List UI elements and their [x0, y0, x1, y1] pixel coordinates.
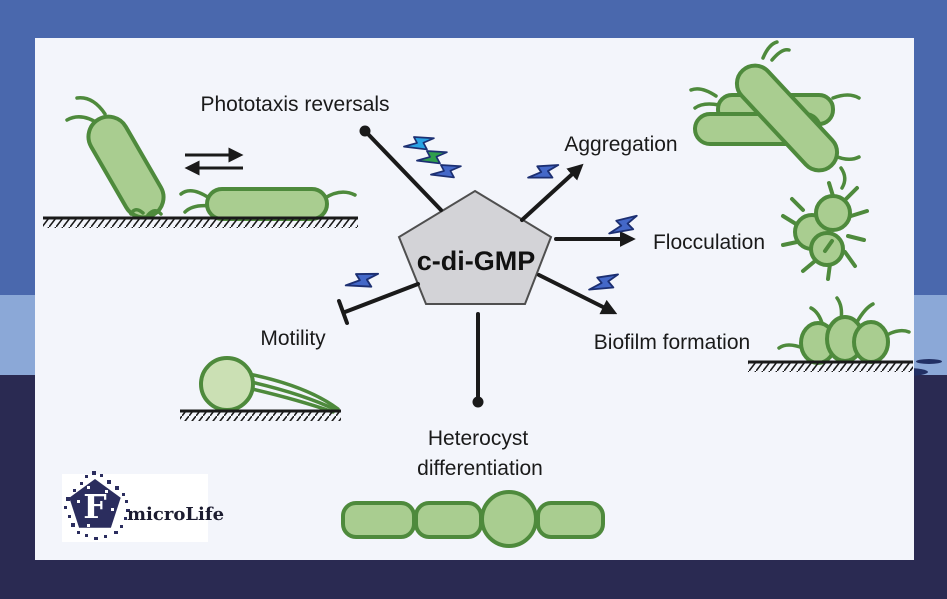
- spike: [790, 197, 805, 212]
- pilus: [146, 209, 163, 217]
- center-node-label: c-di-GMP: [417, 246, 536, 276]
- logo-letter: F: [83, 487, 106, 526]
- central-node: c-di-GMP: [397, 189, 553, 305]
- phototaxis-scene: [43, 96, 358, 228]
- tilted-rod-cell: [86, 114, 166, 220]
- lightning-bolt-blue-icon: [585, 265, 624, 302]
- pilus: [831, 93, 861, 100]
- pentagon-shape: [397, 189, 553, 305]
- heterocyst-filament: [341, 490, 605, 548]
- spike: [801, 259, 817, 273]
- ground-surface: [43, 216, 358, 228]
- aggregation-label: Aggregation: [564, 133, 677, 156]
- vegetative-cell: [414, 501, 483, 539]
- motility-scene: [180, 356, 341, 421]
- connector-aggregation: [520, 163, 584, 222]
- logo-speckles: [64, 471, 130, 540]
- logo-speckles-inner: [77, 486, 114, 527]
- logo-name: microLife: [127, 504, 224, 525]
- flocculation-scene: [781, 181, 869, 281]
- coccoid-cell: [814, 194, 852, 232]
- connector-phototaxis: [359, 125, 443, 212]
- biofilm-scene: [748, 296, 913, 372]
- microlife-logo: F microLife: [62, 471, 224, 542]
- biofilm-label: Biofilm formation: [594, 331, 750, 354]
- spike: [846, 234, 866, 242]
- connector-heterocyst: [472, 312, 484, 408]
- horizontal-rod-cell: [205, 187, 329, 221]
- heterocyst-label-line1: Heterocyst: [428, 427, 529, 450]
- flagellum: [249, 380, 338, 412]
- spike: [781, 214, 798, 226]
- oval-cell: [852, 320, 890, 364]
- equilibrium-arrows: [184, 147, 244, 176]
- pilus: [323, 190, 357, 200]
- motility-label: Motility: [260, 327, 326, 350]
- lightning-bolt-blue-icon: [342, 263, 383, 299]
- ground-surface: [748, 360, 913, 372]
- flagellum: [247, 372, 340, 411]
- spike: [843, 250, 857, 268]
- aggregation-scene: [689, 40, 861, 190]
- connector-motility-inhibition: [337, 282, 420, 325]
- flocculation-label: Flocculation: [653, 231, 765, 254]
- figure-panel: c-di-GMP: [35, 38, 914, 560]
- round-motile-cell: [199, 356, 255, 412]
- pilus: [693, 102, 721, 110]
- vegetative-cell: [536, 501, 605, 539]
- vegetative-cell: [341, 501, 416, 539]
- water-streak: [916, 359, 942, 364]
- pilus: [839, 166, 847, 190]
- phototaxis-label: Phototaxis reversals: [200, 93, 389, 116]
- spike: [781, 240, 799, 247]
- heterocyst-cell: [480, 490, 538, 548]
- cell-mark: [823, 239, 834, 253]
- pilus: [761, 40, 779, 60]
- pilus: [689, 87, 718, 98]
- spike: [843, 186, 859, 202]
- heterocyst-label-line2: differentiation: [417, 457, 543, 480]
- lightning-bolt-blue-icon: [524, 155, 564, 190]
- pilus: [179, 189, 211, 200]
- pilus: [770, 47, 791, 62]
- spike: [827, 181, 835, 198]
- cdigmp-diagram: c-di-GMP: [43, 40, 913, 548]
- diagonal-rod-cell: [734, 63, 840, 173]
- pilus: [75, 96, 107, 116]
- pilus: [129, 208, 145, 216]
- connector-biofilm: [537, 273, 618, 315]
- spike: [849, 209, 869, 218]
- pilus: [855, 302, 875, 324]
- ground-surface: [180, 409, 341, 421]
